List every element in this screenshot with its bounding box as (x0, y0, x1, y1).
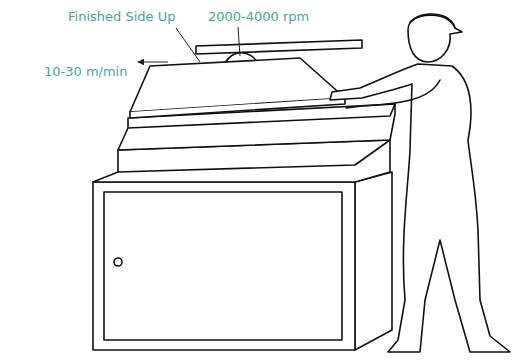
cabinet-door (104, 192, 342, 340)
rip-fence (196, 40, 362, 54)
cabinet-front (93, 182, 355, 350)
cabinet-side (355, 172, 392, 350)
callout-label: 2000-4000 rpm (208, 9, 309, 25)
callout-label: Finished Side Up (68, 9, 175, 25)
operator-head (408, 14, 462, 62)
feed-arrow (138, 62, 168, 63)
door-knob (114, 258, 122, 266)
panel-thickness (130, 98, 345, 118)
operator-body (330, 64, 510, 352)
operator-cap (410, 15, 455, 28)
operator-arm (346, 80, 440, 108)
callout-label: 10-30 m/min (44, 64, 127, 80)
leader-line (176, 28, 200, 62)
leader-line (238, 27, 240, 56)
